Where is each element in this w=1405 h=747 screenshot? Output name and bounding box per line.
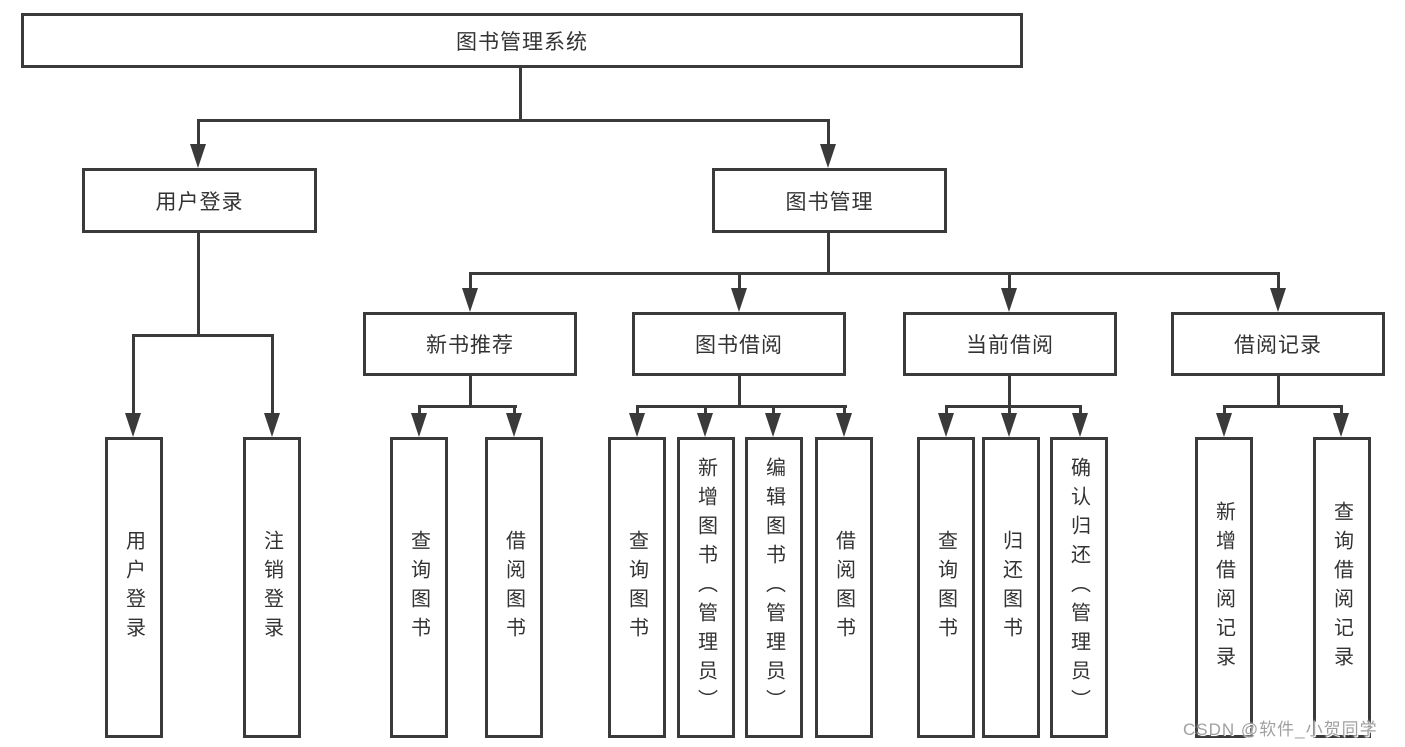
connector-line <box>469 272 472 290</box>
connector-line <box>197 119 200 147</box>
leaf-query-borrow-record: 查询借阅记录 <box>1313 437 1371 738</box>
connector-line <box>1277 272 1280 290</box>
connector-line <box>1008 272 1011 290</box>
arrow-down-icon <box>1001 413 1017 437</box>
node-label: 借阅图书 <box>832 529 855 646</box>
arrow-down-icon <box>731 288 747 312</box>
connector-line <box>132 334 135 415</box>
connector-line <box>271 334 274 415</box>
arrow-down-icon <box>697 413 713 437</box>
connector-line <box>827 119 830 147</box>
connector-line <box>519 68 522 121</box>
node-current-borrowing: 当前借阅 <box>903 312 1117 376</box>
connector-line <box>513 405 516 417</box>
arrow-down-icon <box>506 413 522 437</box>
leaf-return-books: 归还图书 <box>982 437 1040 738</box>
arrow-down-icon <box>1216 413 1232 437</box>
connector-line <box>704 405 707 417</box>
connector-line <box>1008 405 1011 417</box>
arrow-down-icon <box>938 413 954 437</box>
watermark: CSDN @软件_小贺同学 <box>1183 720 1378 739</box>
arrow-down-icon <box>1001 288 1017 312</box>
connector-line <box>1277 376 1280 408</box>
connector-line <box>772 405 775 417</box>
node-label: 用户登录 <box>155 190 244 214</box>
node-label: 新增图书（管理员） <box>694 457 717 718</box>
node-book-borrowing: 图书借阅 <box>632 312 846 376</box>
arrow-down-icon <box>629 413 645 437</box>
arrow-down-icon <box>462 288 478 312</box>
connector-line <box>469 376 472 408</box>
node-label: 查询图书 <box>625 529 648 646</box>
node-label: 图书管理 <box>785 190 874 214</box>
connector-line <box>738 272 741 290</box>
connector-line <box>945 405 1082 408</box>
arrow-down-icon <box>1333 413 1349 437</box>
arrow-down-icon <box>1270 288 1286 312</box>
connector-line <box>945 405 948 417</box>
node-label: 归还图书 <box>999 529 1022 646</box>
connector-line <box>132 334 274 337</box>
leaf-query-books-borrowing: 查询图书 <box>608 437 666 738</box>
node-label: 确认归还（管理员） <box>1067 457 1090 718</box>
leaf-confirm-return-admin: 确认归还（管理员） <box>1050 437 1108 738</box>
connector-line <box>1008 376 1011 408</box>
leaf-user-login: 用户登录 <box>105 437 163 738</box>
node-label: 当前借阅 <box>966 334 1054 357</box>
arrow-down-icon <box>190 144 206 168</box>
leaf-query-books-recommend: 查询图书 <box>390 437 448 738</box>
node-label: 注销登录 <box>260 529 283 646</box>
node-library-management-system: 图书管理系统 <box>21 13 1023 68</box>
node-label: 编辑图书（管理员） <box>762 457 785 718</box>
leaf-logout: 注销登录 <box>243 437 301 738</box>
connector-line <box>636 405 847 408</box>
connector-line <box>418 405 517 408</box>
node-label: 图书管理系统 <box>456 30 588 54</box>
arrow-down-icon <box>820 144 836 168</box>
leaf-borrow-books: 借阅图书 <box>815 437 873 738</box>
node-user-login-branch: 用户登录 <box>82 168 317 233</box>
arrow-down-icon <box>765 413 781 437</box>
connector-line <box>636 405 639 417</box>
connector-line <box>1079 405 1082 417</box>
connector-line <box>738 376 741 408</box>
leaf-borrow-books-recommend: 借阅图书 <box>485 437 543 738</box>
arrow-down-icon <box>125 413 141 437</box>
node-new-book-recommend: 新书推荐 <box>363 312 577 376</box>
node-label: 查询图书 <box>407 529 430 646</box>
node-label: 新书推荐 <box>426 334 514 357</box>
node-label: 图书借阅 <box>695 334 783 357</box>
leaf-add-borrow-record: 新增借阅记录 <box>1195 437 1253 738</box>
connector-line <box>843 405 846 417</box>
connector-line <box>418 405 421 417</box>
node-label: 新增借阅记录 <box>1212 500 1235 675</box>
node-book-management-branch: 图书管理 <box>712 168 947 233</box>
arrow-down-icon <box>264 413 280 437</box>
arrow-down-icon <box>1072 413 1088 437</box>
connector-line <box>1223 405 1226 417</box>
leaf-edit-books-admin: 编辑图书（管理员） <box>745 437 803 738</box>
connector-line <box>469 272 1280 275</box>
node-label: 查询图书 <box>934 529 957 646</box>
node-label: 借阅记录 <box>1234 334 1322 357</box>
node-borrow-records: 借阅记录 <box>1171 312 1385 376</box>
node-label: 借阅图书 <box>502 529 525 646</box>
connector-line <box>1340 405 1343 417</box>
node-label: 用户登录 <box>122 529 145 646</box>
connector-line <box>197 233 200 337</box>
arrow-down-icon <box>836 413 852 437</box>
node-label: 查询借阅记录 <box>1330 500 1353 675</box>
arrow-down-icon <box>411 413 427 437</box>
connector-line <box>827 233 830 275</box>
leaf-add-books-admin: 新增图书（管理员） <box>677 437 735 738</box>
connector-line <box>1223 405 1343 408</box>
leaf-query-books-current: 查询图书 <box>917 437 975 738</box>
connector-line <box>197 119 830 122</box>
